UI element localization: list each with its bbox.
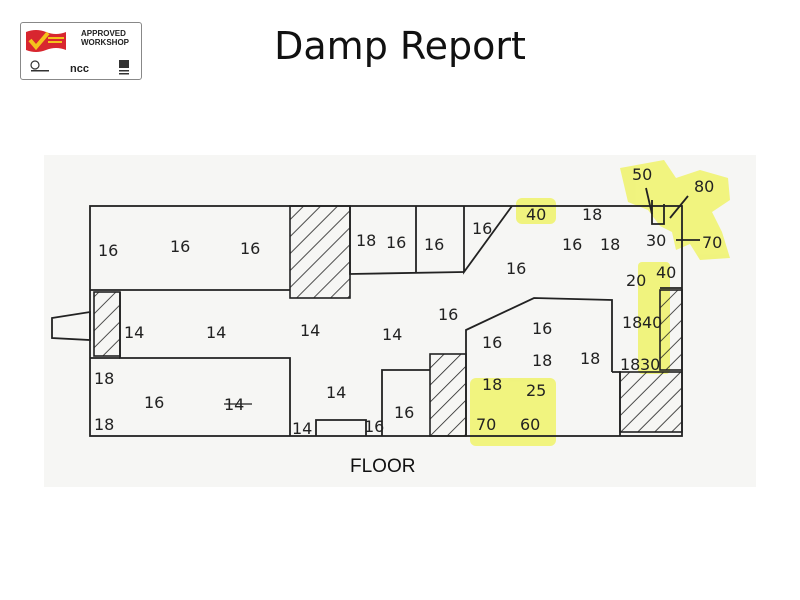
highlight-40-top xyxy=(516,198,556,224)
reading-label: 70 xyxy=(476,415,496,434)
page-title: Damp Report xyxy=(274,24,526,68)
reading-label: 16 xyxy=(394,403,414,422)
reading-label: 16 xyxy=(386,233,406,252)
reading-label: 18 xyxy=(94,369,114,388)
reading-label: 30 xyxy=(646,231,666,250)
pointer-50 xyxy=(645,187,653,215)
reading-label: 18 xyxy=(582,205,602,224)
reading-label: 16 xyxy=(170,237,190,256)
wall-b xyxy=(349,206,465,275)
reading-label: 40 xyxy=(526,205,546,224)
drawbar xyxy=(51,310,91,341)
plan-walls xyxy=(51,187,700,437)
reading-label: 14 xyxy=(124,323,144,342)
approved-workshop-text: APPROVED WORKSHOP xyxy=(81,29,129,47)
reading-label: 20 xyxy=(626,271,646,290)
reading-label: 40 xyxy=(642,313,662,332)
reading-label: 16 xyxy=(562,235,582,254)
pointer-80 xyxy=(669,195,689,219)
highlight-bottom xyxy=(470,378,556,446)
damp-highlights xyxy=(470,160,730,446)
reading-label: 14 xyxy=(224,395,244,414)
wall-h xyxy=(381,369,430,436)
reading-label: 70 xyxy=(702,233,722,252)
reading-label: 16 xyxy=(98,241,118,260)
reading-label: 30 xyxy=(640,355,660,374)
highlight-front-right xyxy=(620,160,730,260)
reading-label: 60 xyxy=(520,415,540,434)
wall-g xyxy=(315,419,367,436)
hatched-area-right xyxy=(659,289,683,371)
wall-d xyxy=(463,205,513,275)
reading-label: 14 xyxy=(326,383,346,402)
reading-label: 80 xyxy=(694,177,714,196)
reading-label: 16 xyxy=(506,259,526,278)
caravan-club-icon xyxy=(30,60,49,72)
reading-label: 40 xyxy=(656,263,676,282)
reading-label: 14 xyxy=(206,323,226,342)
ncc-logo-text: ncc xyxy=(70,63,89,75)
hatched-area-bottom-right xyxy=(619,371,683,433)
reading-label: 16 xyxy=(424,235,444,254)
trading-standards-icon xyxy=(119,60,129,75)
reading-label: 18 xyxy=(94,415,114,434)
reading-label: 18 xyxy=(620,355,640,374)
reading-label: 16 xyxy=(472,219,492,238)
reading-label: 18 xyxy=(532,351,552,370)
approved-flag-icon xyxy=(26,30,66,52)
hatched-area-top xyxy=(289,205,351,299)
reading-label: 16 xyxy=(438,305,458,324)
moisture-readings: 16 16 16 18 16 16 16 40 18 16 18 16 50 8… xyxy=(94,165,722,438)
reading-label: 14 xyxy=(292,419,312,438)
reading-label: 50 xyxy=(632,165,652,184)
reading-label: 18 xyxy=(580,349,600,368)
reading-label: 14 xyxy=(382,325,402,344)
reading-label: 14 xyxy=(300,321,320,340)
approved-workshop-logo: APPROVED WORKSHOP ncc xyxy=(20,22,142,80)
reading-label: 18 xyxy=(600,235,620,254)
reading-label: 18 xyxy=(482,375,502,394)
hatched-area-left xyxy=(93,291,121,357)
reading-label: 25 xyxy=(526,381,546,400)
floor-label: FLOOR xyxy=(350,456,415,477)
reading-label: 16 xyxy=(482,333,502,352)
reading-label: 18 xyxy=(356,231,376,250)
reading-label: 18 xyxy=(622,313,642,332)
wall-j xyxy=(612,371,621,436)
hatched-area-centre xyxy=(429,353,467,437)
wall-i xyxy=(465,297,613,436)
reading-label: 16 xyxy=(144,393,164,412)
wall-e xyxy=(119,292,291,436)
reading-label: 16 xyxy=(364,417,384,436)
reading-label: 16 xyxy=(532,319,552,338)
reading-label: 16 xyxy=(240,239,260,258)
